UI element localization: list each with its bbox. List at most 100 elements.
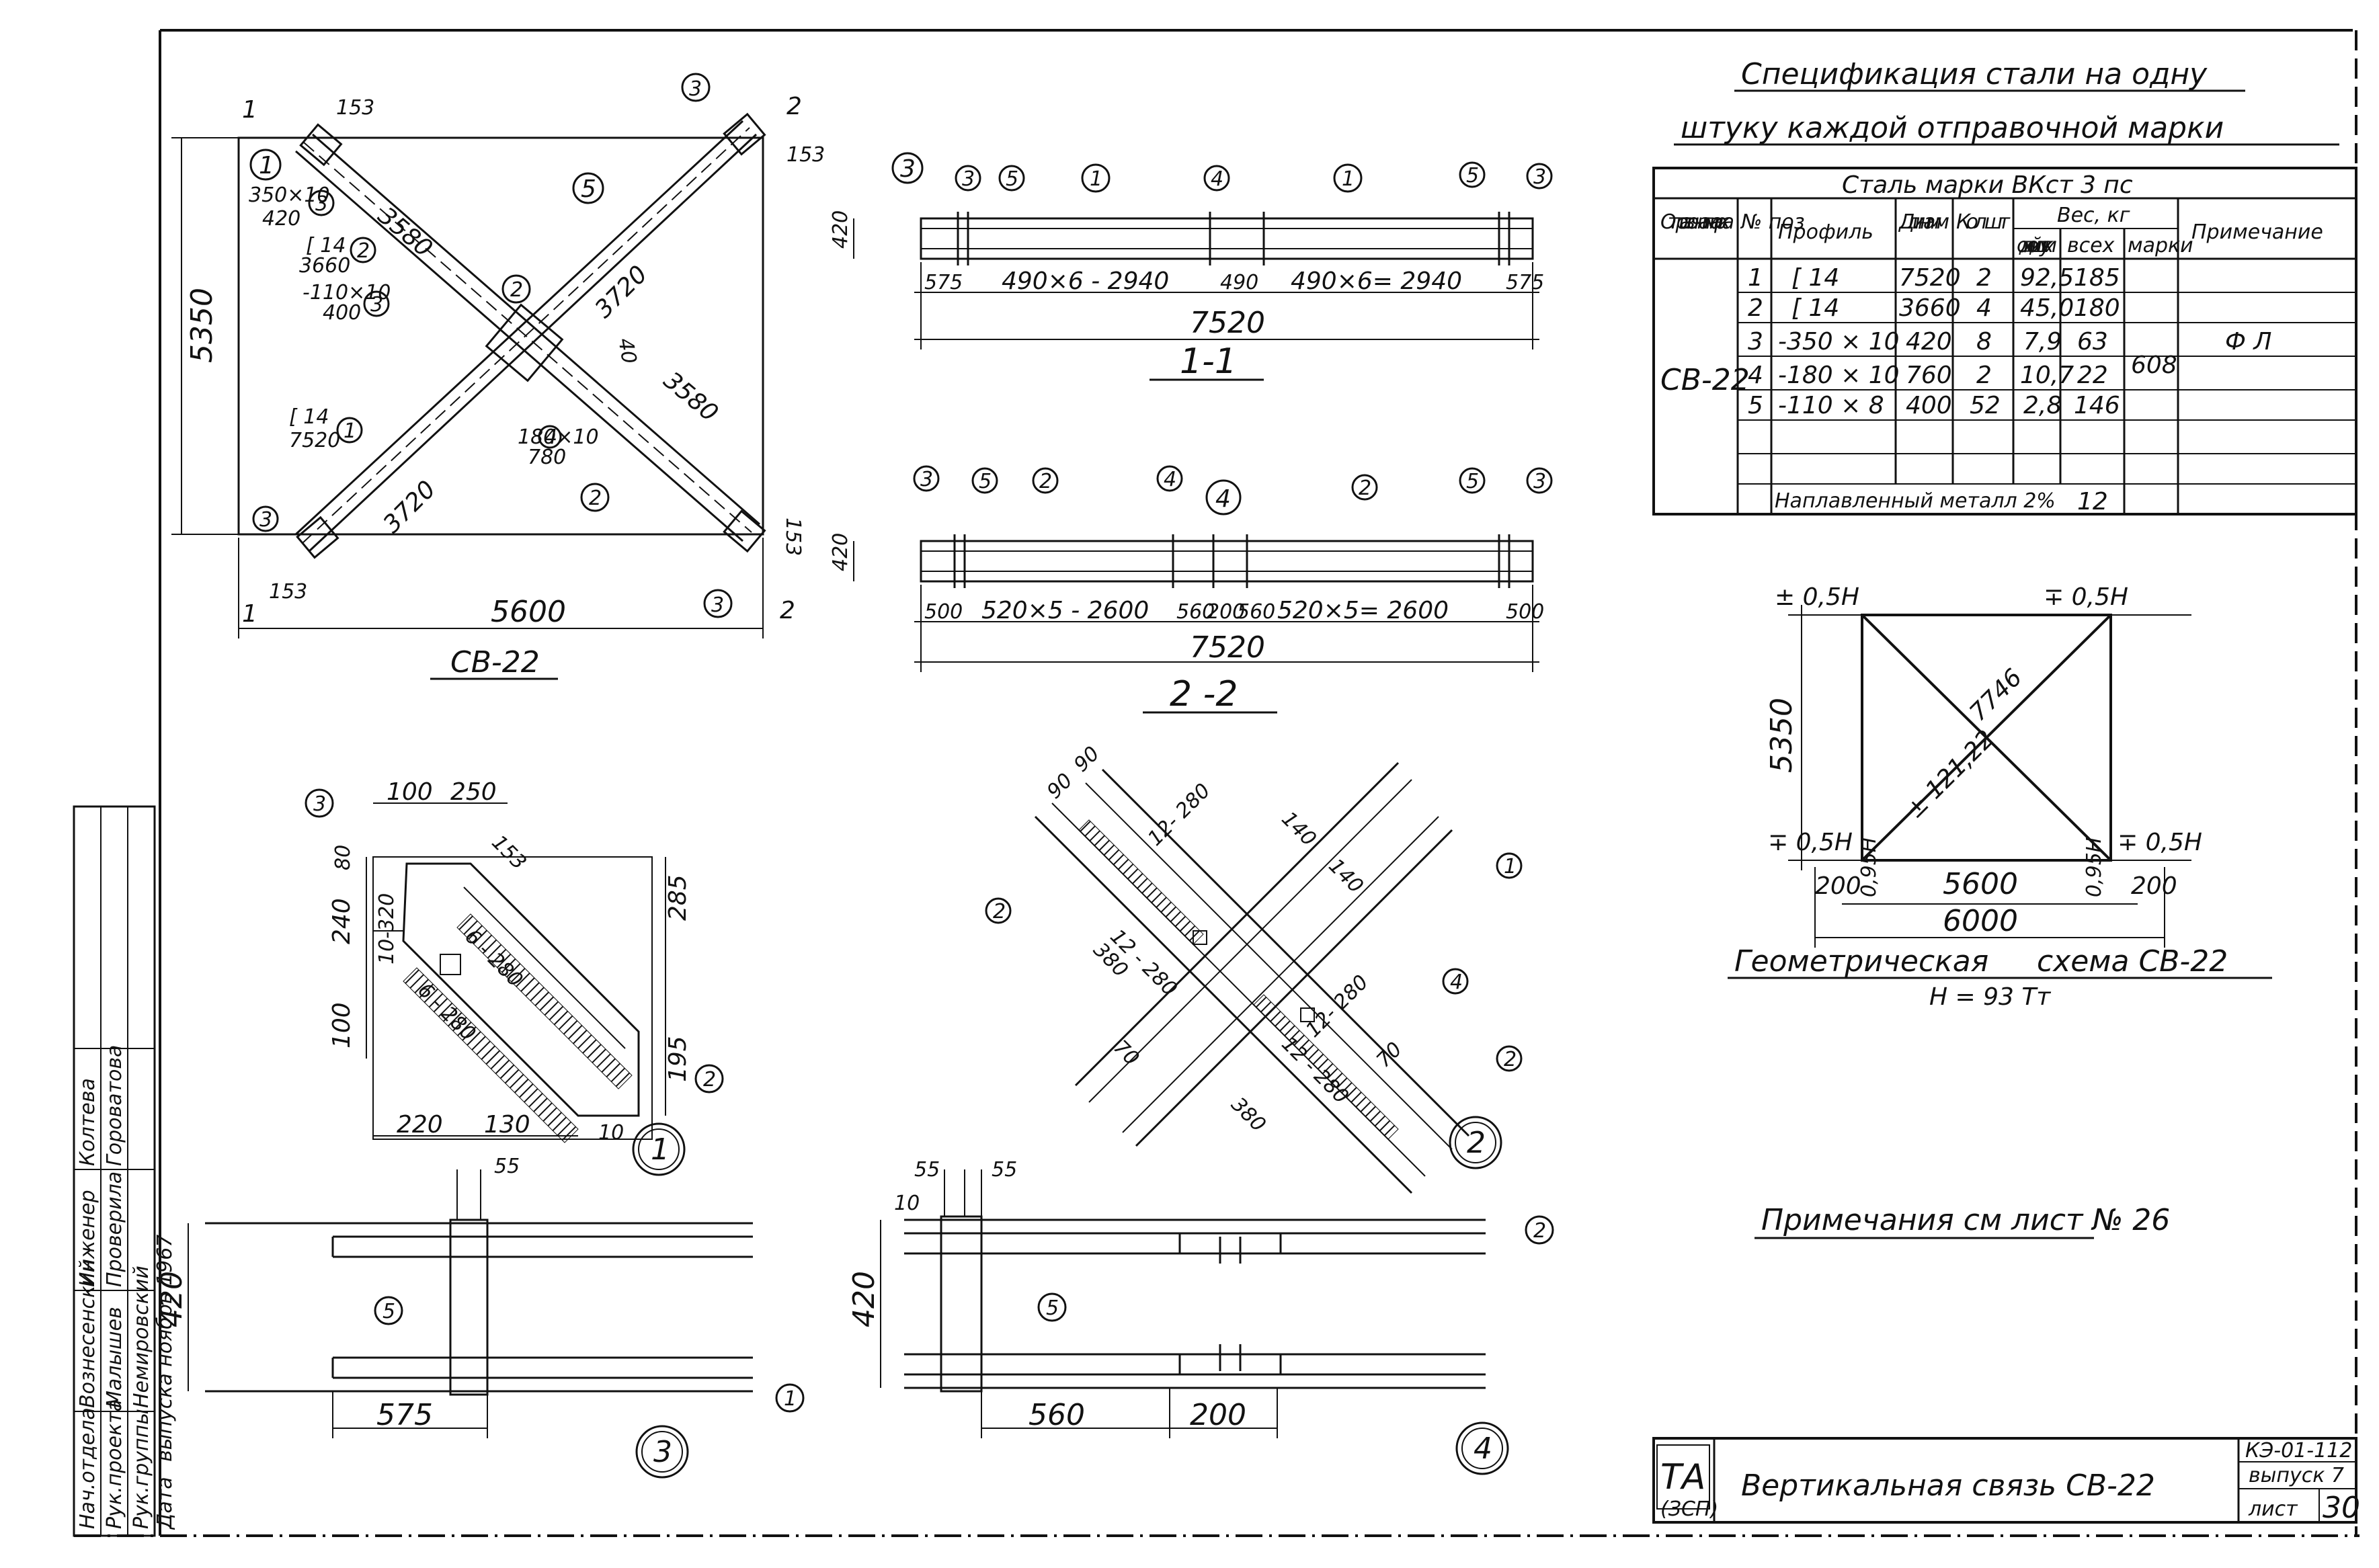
hdr-pos: № поз — [1740, 210, 1805, 234]
d1-weld1: 10-320 — [375, 893, 399, 964]
r4-profile: -180 × 10 — [1778, 362, 1900, 389]
d4-num: 4 — [1474, 1432, 1492, 1466]
spec-table: Спецификация стали на одну штуку каждой … — [1652, 57, 2357, 515]
geometric-scheme: ± 0,5Н ∓ 0,5Н ∓ 0,5Н ∓ 0,5Н 5350 5600 60… — [1728, 583, 2272, 1011]
brace-member-diag-b — [294, 120, 758, 552]
sheet-number: 30 — [2323, 1491, 2360, 1525]
detail-2: 90 90 140 140 12- 280 12 - 280 12- 280 1… — [985, 742, 1523, 1194]
pos-marker-3-mid: 3 — [370, 293, 383, 317]
d3-m5: 5 — [382, 1300, 395, 1323]
d1-240: 240 — [328, 898, 356, 944]
d3-num: 3 — [653, 1435, 672, 1469]
section-2-2: 500 520×5 - 2600 560 200 560 520×5= 2600… — [829, 465, 1553, 714]
scheme-diag-force: ± 121,22 — [1900, 725, 1999, 824]
d2-m2a: 2 — [993, 900, 1006, 923]
pos-marker-2-left: 2 — [357, 239, 370, 263]
r1-w1: 92,5 — [2020, 264, 2074, 292]
d1-100: 100 — [387, 778, 433, 806]
cut-marker-1-bottom: 1 — [242, 600, 257, 628]
main-diag-mid: 3580 — [658, 366, 723, 427]
r1-pos: 1 — [1748, 264, 1763, 292]
scheme-subcaption: Н = 93 Тт — [1929, 983, 2051, 1011]
hdr-length: Длина мм — [1898, 210, 1949, 234]
stamp-name-2: Малышев — [103, 1307, 126, 1408]
main-offset-br: 153 — [781, 518, 805, 556]
stamp-role-4: Инженер — [76, 1190, 99, 1287]
s22-d3: 560 — [1176, 600, 1215, 624]
s22-caption: 2 -2 — [1170, 674, 1238, 714]
main-dimensions — [171, 137, 764, 638]
title-block: ТА (ЗСП) Вертикальная связь СВ-22 КЭ-01-… — [1652, 1437, 2360, 1525]
main-offset-tl: 153 — [336, 96, 374, 120]
spec-note: Ф Л — [2225, 328, 2272, 356]
d4-m2: 2 — [1533, 1219, 1546, 1243]
main-height: 5350 — [185, 288, 219, 363]
s22-height: 420 — [829, 533, 852, 571]
r5-length: 400 — [1906, 392, 1952, 419]
label-channel2: [ 14 — [289, 405, 329, 429]
scheme-v-r: 0,95Н — [2083, 837, 2106, 897]
s22-d4: 200 — [1207, 600, 1245, 624]
main-offset-tr: 153 — [787, 143, 825, 167]
d1-100b: 100 — [328, 1002, 356, 1048]
cut-marker-2-top: 2 — [787, 93, 802, 120]
scheme-margin-l: 200 — [1815, 872, 1861, 900]
s11-m5a: 5 — [1006, 167, 1018, 191]
s22-m3b: 3 — [1533, 470, 1546, 493]
hdr-profile: Профиль — [1778, 220, 1873, 244]
d2-m1: 1 — [1504, 855, 1517, 878]
d2-w1: 12- 280 — [1143, 779, 1215, 851]
d1-10: 10 — [598, 1121, 624, 1145]
main-position-markers: 1 3 3 2 3 5 2 1 4 2 3 3 — [249, 73, 733, 618]
d1-250: 250 — [450, 778, 497, 806]
label-dim-40: 40 — [613, 336, 641, 366]
spec-weld-value: 12 — [2077, 488, 2108, 515]
label-channel-len: 3660 — [299, 254, 350, 278]
scheme-height: 5350 — [1765, 698, 1799, 773]
spec-title-1: Спецификация стали на одну — [1741, 57, 2208, 91]
d2-90a: 90 — [1043, 769, 1078, 804]
main-caption: СВ-22 — [450, 645, 540, 679]
label-plate-1: 350×10 — [249, 183, 330, 207]
d3-575: 575 — [376, 1398, 433, 1432]
scheme-margin-r: 200 — [2131, 872, 2177, 900]
d1-m3: 3 — [313, 792, 326, 816]
section-1-1: 575 490×6 - 2940 490 490×6= 2940 575 752… — [829, 152, 1553, 382]
d1-num: 1 — [651, 1132, 670, 1167]
d4-m5: 5 — [1046, 1296, 1059, 1320]
pos-marker-2-center: 2 — [510, 278, 523, 302]
r3-length: 420 — [1906, 328, 1952, 356]
label-plate-4-len: 780 — [528, 446, 566, 469]
hdr-mark: Отправочная марка — [1660, 210, 1734, 234]
stamp-name-3: Немировский — [130, 1266, 153, 1408]
d1-195: 195 — [664, 1036, 692, 1082]
r2-profile: [ 14 — [1791, 294, 1839, 322]
s11-m1a: 1 — [1090, 167, 1102, 191]
d2-w3: 12- 280 — [1301, 971, 1373, 1042]
s11-d4: 490×6= 2940 — [1291, 267, 1462, 295]
hdr-wpiece: одной штуки — [2017, 234, 2057, 257]
r5-w1: 2,8 — [2023, 392, 2062, 419]
s22-m2b: 2 — [1359, 477, 1371, 500]
s11-d5: 575 — [1506, 271, 1544, 294]
scheme-caption-right: схема СВ-22 — [2037, 944, 2228, 979]
s22-m4a: 4 — [1164, 468, 1176, 491]
r5-profile: -110 × 8 — [1778, 392, 1884, 419]
d1-weld2: 6 - 280 — [460, 925, 527, 992]
label-pad-len: 400 — [323, 301, 361, 325]
s22-m5b: 5 — [1466, 470, 1479, 493]
r1-wall: 185 — [2074, 264, 2120, 292]
d4-560: 560 — [1029, 1398, 1085, 1432]
d1-weld3: 6 - 280 — [413, 979, 480, 1046]
r5-pos: 5 — [1748, 392, 1763, 419]
detail-1: 100 250 153 80 240 10-320 100 285 195 6 … — [305, 778, 724, 1176]
s22-m5a: 5 — [979, 470, 992, 493]
hdr-wmark: марки — [2128, 234, 2193, 257]
s22-d2: 520×5 - 2600 — [981, 597, 1149, 624]
scheme-f1: ± 0,5Н — [1775, 583, 1859, 611]
drawing-issue: выпуск 7 — [2249, 1464, 2344, 1487]
d4-55a: 55 — [914, 1158, 940, 1182]
spec-mark: СВ-22 — [1660, 363, 1750, 397]
stamp-role-6: Дата — [153, 1477, 177, 1530]
